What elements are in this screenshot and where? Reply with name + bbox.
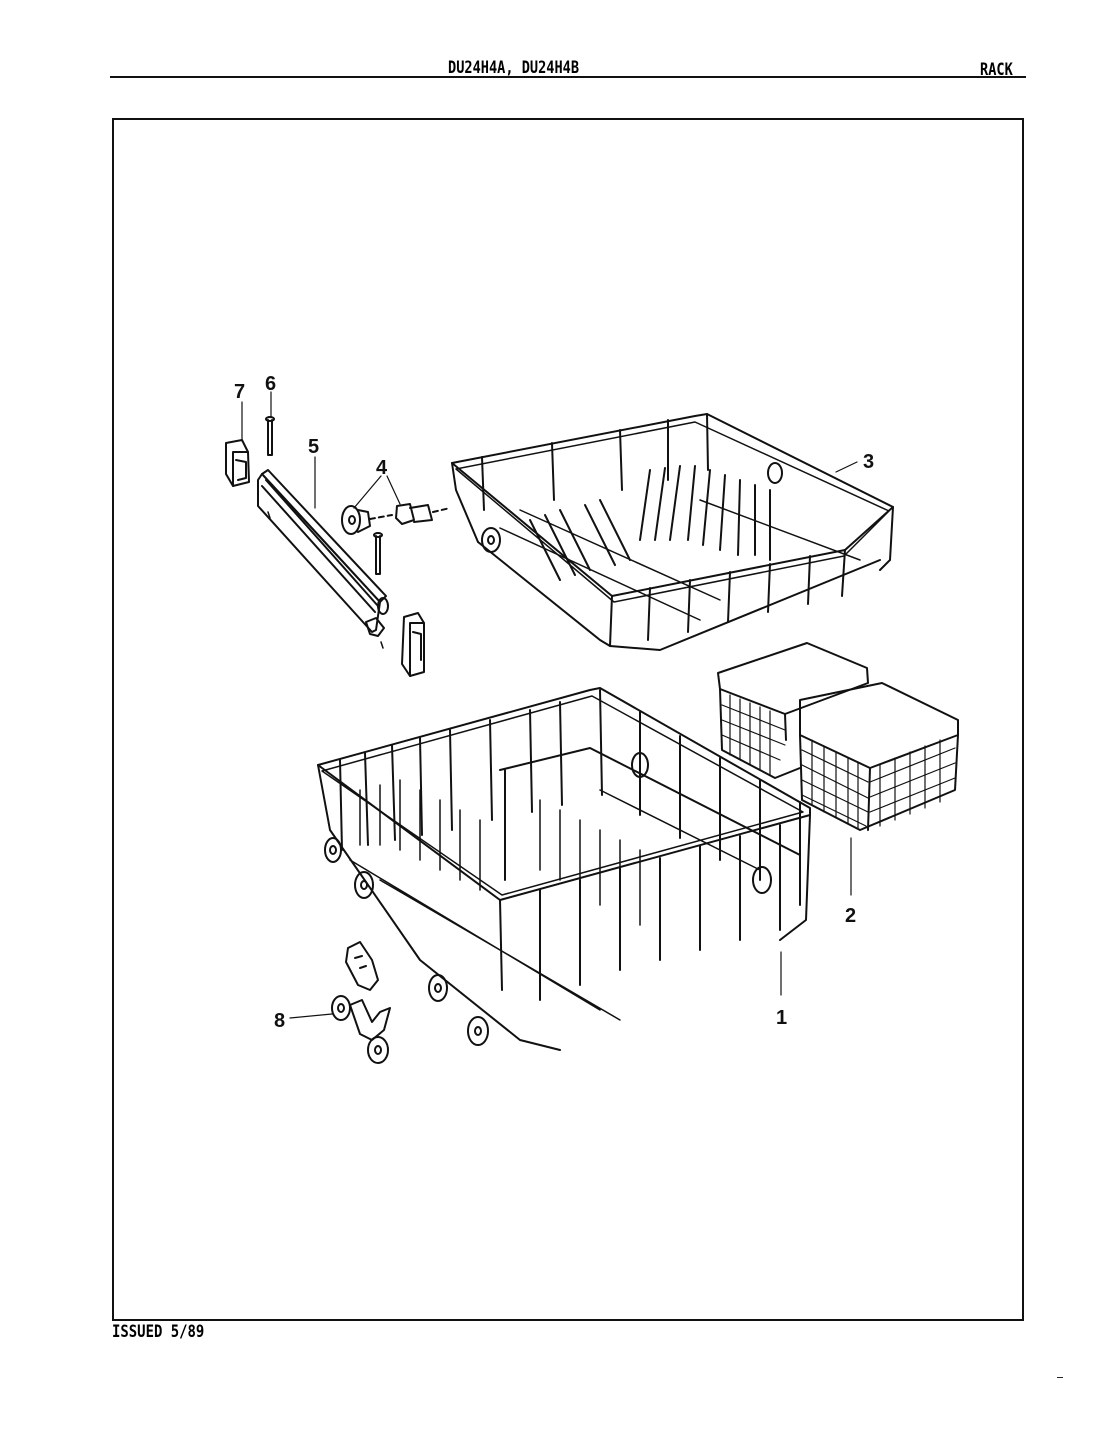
leader-lines <box>241 391 858 1019</box>
callout-7: 7 <box>234 381 245 403</box>
callout-8: 8 <box>274 1010 285 1032</box>
model-numbers-title: DU24H4A, DU24H4B <box>448 58 580 78</box>
part-6-pin-lower <box>373 532 383 575</box>
callout-4: 4 <box>376 457 388 479</box>
part-2-silverware-basket <box>717 642 959 831</box>
callout-3: 3 <box>863 451 874 473</box>
callout-5: 5 <box>308 436 319 458</box>
scan-mark <box>1057 1377 1063 1378</box>
callout-1: 1 <box>776 1007 787 1029</box>
part-3-upper-rack <box>451 413 894 651</box>
section-title: RACK <box>980 60 1013 80</box>
part-1-lower-rack <box>317 687 811 1051</box>
part-7-end-stop <box>225 439 250 487</box>
part-7-end-stop-lower <box>401 612 425 677</box>
part-6-pin <box>265 416 275 456</box>
callout-labels: 7 6 5 4 3 2 1 8 <box>234 373 874 1032</box>
diagram-frame <box>112 118 1024 1321</box>
part-4-roller-axle <box>341 503 451 535</box>
callout-6: 6 <box>265 373 276 395</box>
issued-date: ISSUED 5/89 <box>112 1322 205 1342</box>
callout-2: 2 <box>845 905 856 927</box>
header-rule <box>110 76 1026 78</box>
part-8-roller-assembly <box>331 941 391 1064</box>
part-5-track-rail <box>257 469 389 649</box>
